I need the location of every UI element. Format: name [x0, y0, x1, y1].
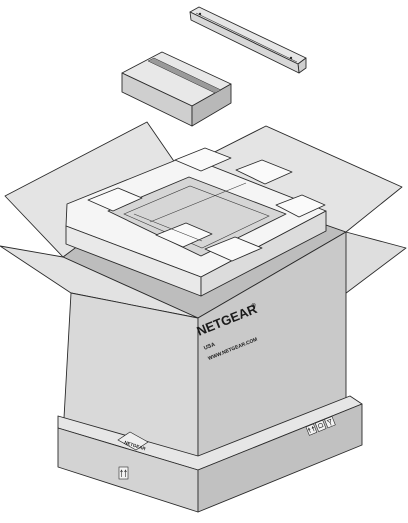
pallet-symbol-icon: [119, 467, 128, 479]
rail-bracket-icon: [190, 7, 306, 73]
small-box-icon: [122, 52, 231, 126]
